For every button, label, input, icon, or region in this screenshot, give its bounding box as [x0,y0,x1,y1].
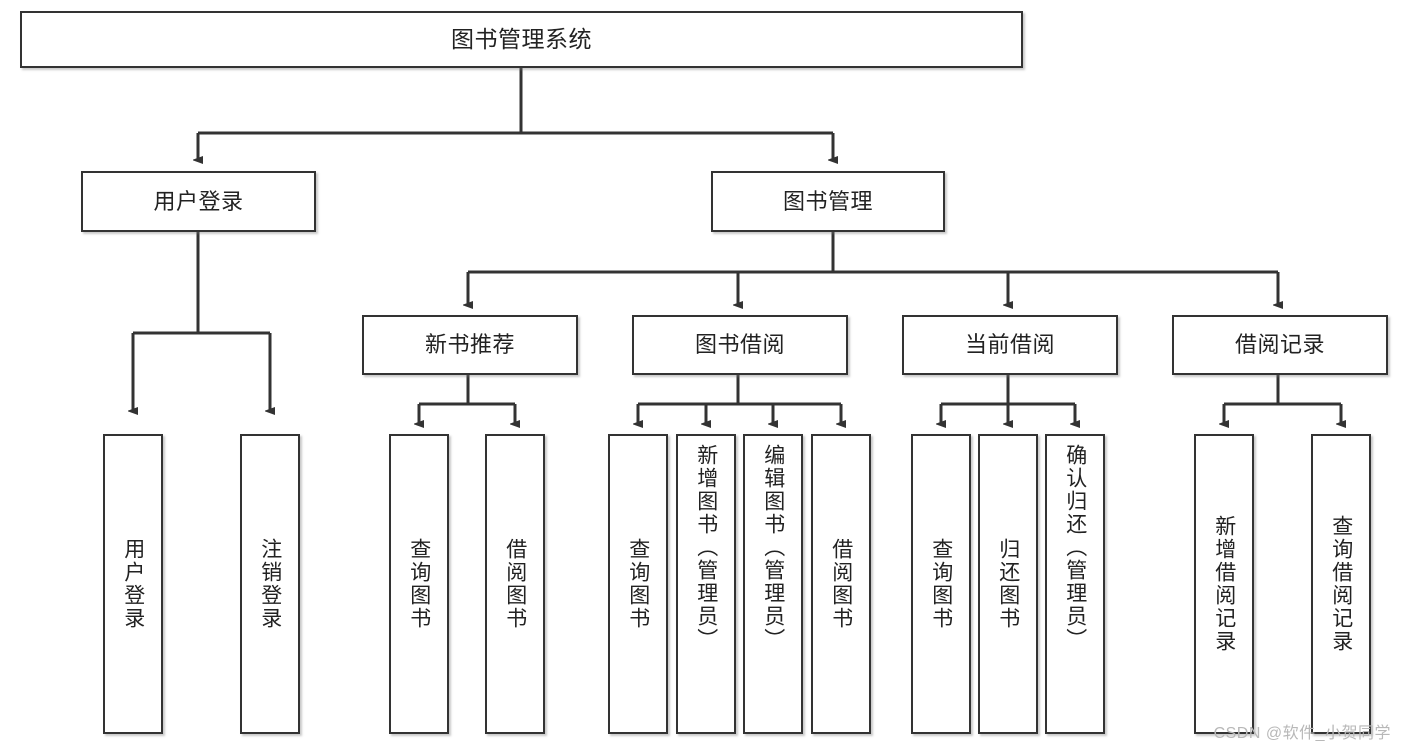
node-borrow-record[interactable]: 借阅记录 [1172,315,1388,375]
node-current-borrow-label: 当前借阅 [964,332,1055,358]
node-book-borrow-label: 图书借阅 [694,332,785,358]
leaf-newbook-borrow-book[interactable]: 借阅图书 [485,434,545,734]
leaf-user-login-label: 用户登录 [121,538,145,630]
leaf-newbook-query-book-label: 查询图书 [407,538,431,630]
node-borrow-record-label: 借阅记录 [1234,332,1325,358]
watermark: CSDN @软件_小贺同学 [1213,725,1391,742]
leaf-user-login[interactable]: 用户登录 [103,434,163,734]
leaf-current-confirm-return-admin-label: 确认归还（管理员） [1063,444,1087,651]
leaf-record-add-record-label: 新增借阅记录 [1212,515,1236,653]
leaf-current-return-book[interactable]: 归还图书 [978,434,1038,734]
leaf-current-query-book-label: 查询图书 [929,538,953,630]
node-new-book-recommend[interactable]: 新书推荐 [362,315,578,375]
leaf-borrow-edit-book-admin[interactable]: 编辑图书（管理员） [743,434,803,734]
leaf-borrow-borrow-book-label: 借阅图书 [829,538,853,630]
leaf-logout[interactable]: 注销登录 [240,434,300,734]
leaf-borrow-add-book-admin[interactable]: 新增图书（管理员） [676,434,736,734]
leaf-newbook-borrow-book-label: 借阅图书 [503,538,527,630]
leaf-borrow-borrow-book[interactable]: 借阅图书 [811,434,871,734]
node-root[interactable]: 图书管理系统 [20,11,1023,68]
node-current-borrow[interactable]: 当前借阅 [902,315,1118,375]
leaf-record-add-record[interactable]: 新增借阅记录 [1194,434,1254,734]
node-user-login[interactable]: 用户登录 [81,171,316,232]
node-root-label: 图书管理系统 [451,26,592,53]
leaf-record-query-record[interactable]: 查询借阅记录 [1311,434,1371,734]
node-book-borrow[interactable]: 图书借阅 [632,315,848,375]
leaf-record-query-record-label: 查询借阅记录 [1329,515,1353,653]
leaf-borrow-add-book-admin-label: 新增图书（管理员） [694,444,718,651]
leaf-borrow-query-book-label: 查询图书 [626,538,650,630]
node-user-login-label: 用户登录 [153,188,244,214]
leaf-current-query-book[interactable]: 查询图书 [911,434,971,734]
leaf-logout-label: 注销登录 [258,538,282,630]
leaf-current-confirm-return-admin[interactable]: 确认归还（管理员） [1045,434,1105,734]
leaf-borrow-edit-book-admin-label: 编辑图书（管理员） [761,444,785,651]
node-new-book-recommend-label: 新书推荐 [424,332,515,358]
node-book-management[interactable]: 图书管理 [711,171,945,232]
leaf-newbook-query-book[interactable]: 查询图书 [389,434,449,734]
leaf-current-return-book-label: 归还图书 [996,538,1020,630]
leaf-borrow-query-book[interactable]: 查询图书 [608,434,668,734]
node-book-management-label: 图书管理 [782,188,873,214]
